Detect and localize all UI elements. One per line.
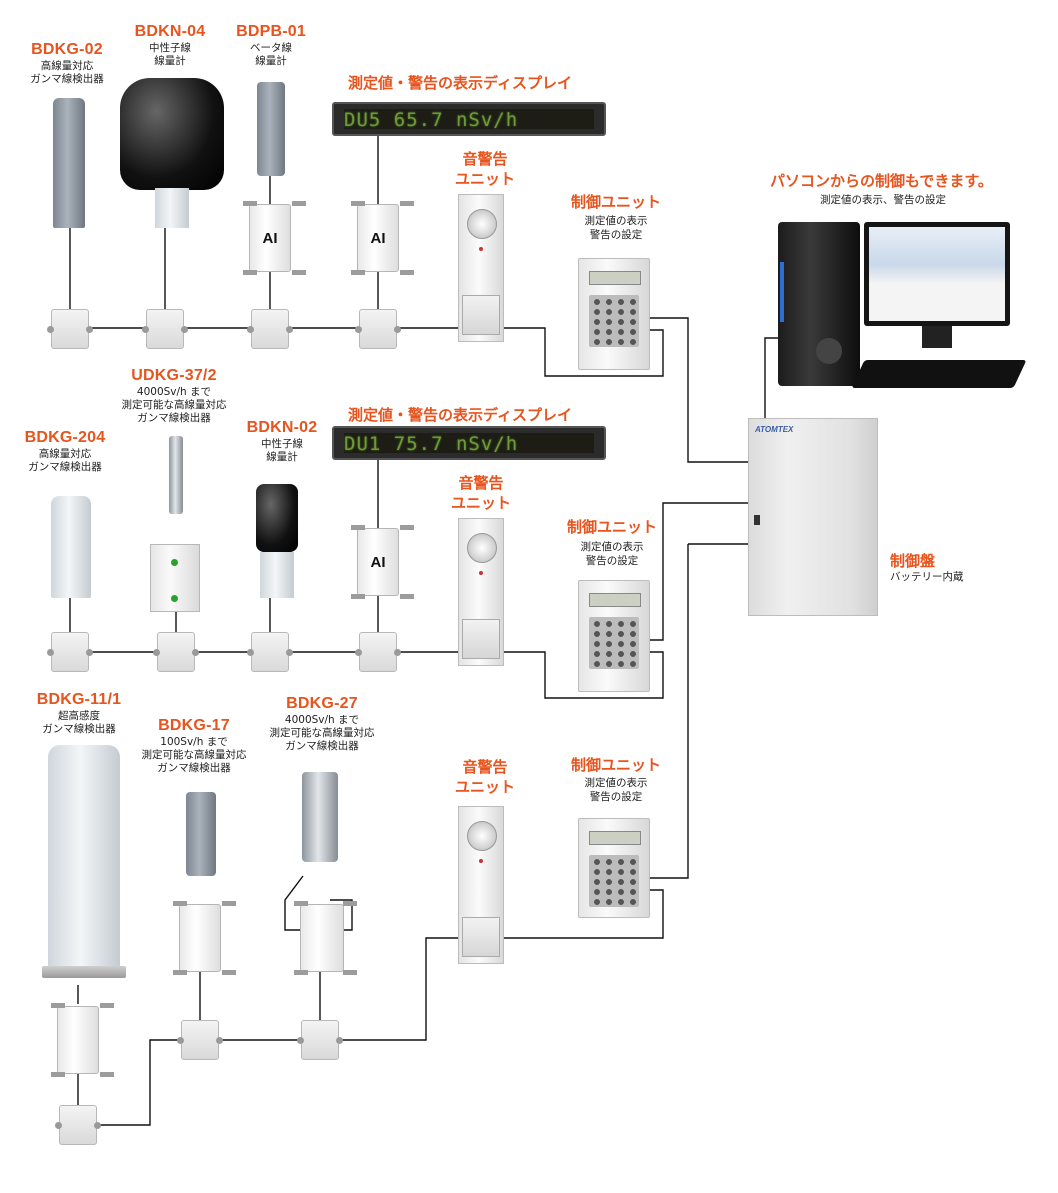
control3-desc: 測定値の表示警告の設定	[584, 777, 648, 804]
display-panel-2: DU1 75.7 nSv/h	[332, 426, 606, 460]
atomtex-logo: ATOMTEX	[755, 425, 794, 434]
bdkn04-label: BDKN-04 中性子線 線量計	[134, 23, 206, 68]
udkg372-box	[150, 544, 200, 612]
ai-adapter-3: AI	[351, 525, 399, 599]
junction-box	[153, 632, 199, 672]
junction-box	[247, 632, 293, 672]
junction-box	[47, 632, 93, 672]
lock-icon	[754, 515, 760, 525]
control1-title: 制御ユニット	[570, 194, 661, 211]
junction-box	[355, 632, 401, 672]
junction-box	[247, 309, 293, 349]
junction-box	[177, 1020, 223, 1060]
bdkg02-detector	[53, 98, 85, 228]
bdkg02-label: BDKG-02 高線量対応 ガンマ線検出器	[30, 41, 104, 86]
led-icon	[479, 571, 483, 575]
control-panel-cabinet: ATOMTEX	[748, 418, 878, 616]
bdkg204-label: BDKG-204 高線量対応 ガンマ線検出器	[24, 429, 106, 474]
junction-box	[297, 1020, 343, 1060]
control2-desc: 測定値の表示警告の設定	[580, 541, 644, 568]
bdpb01-detector	[257, 82, 285, 176]
ai-adapter-1: AI	[243, 201, 291, 275]
display1-title: 測定値・警告の表示ディスプレイ	[348, 75, 572, 92]
bdkg27-detector	[302, 772, 338, 862]
pc-monitor-stand	[922, 326, 952, 348]
pc-keyboard	[851, 360, 1027, 388]
junction-box	[355, 309, 401, 349]
speaker-icon	[467, 821, 497, 851]
bdkn02-label: BDKN-02 中性子線 線量計	[246, 419, 318, 464]
display-panel-1: DU5 65.7 nSv/h	[332, 102, 606, 136]
bdkg111-base	[42, 966, 126, 978]
bdkn02-detector	[256, 484, 298, 552]
keypad	[589, 295, 639, 347]
bdkn02-probe	[260, 552, 294, 598]
speaker-icon	[467, 209, 497, 239]
keypad	[589, 855, 639, 907]
display-readout-1: DU5 65.7 nSv/h	[344, 109, 594, 129]
bdkg111-detector	[48, 745, 120, 971]
control-unit-2	[578, 580, 650, 692]
junction-box	[142, 309, 188, 349]
led-icon	[479, 859, 483, 863]
alarm-unit-1	[458, 194, 504, 342]
junction-box	[55, 1105, 101, 1145]
pc-title: パソコンからの制御もできます。	[770, 173, 993, 190]
keypad	[589, 617, 639, 669]
bdkn04-detector	[120, 78, 224, 190]
bdkg111-label: BDKG-11/1 超高感度 ガンマ線検出器	[36, 691, 122, 736]
udkg372-detector	[169, 436, 183, 514]
udkg372-label: UDKG-37/2 4000Sv/h まで 測定可能な高線量対応 ガンマ線検出器	[121, 367, 227, 425]
alarm2-title: 音警告ユニット	[450, 475, 511, 512]
alarm3-title: 音警告ユニット	[454, 759, 515, 796]
bdkg17-adapter	[173, 901, 221, 975]
display-readout-2: DU1 75.7 nSv/h	[344, 433, 594, 453]
control1-desc: 測定値の表示警告の設定	[584, 215, 648, 242]
junction-box	[47, 309, 93, 349]
bdkg17-label: BDKG-17 100Sv/h まで 測定可能な高線量対応 ガンマ線検出器	[141, 717, 247, 775]
lcd-screen	[589, 831, 641, 845]
bdkg204-detector	[51, 496, 91, 598]
panel-title: 制御盤	[890, 553, 936, 570]
bdkg27-adapter	[294, 901, 344, 975]
ai-adapter-2: AI	[351, 201, 399, 275]
pc-monitor	[864, 222, 1010, 326]
bdkn04-probe	[155, 188, 189, 228]
alarm1-title: 音警告ユニット	[454, 151, 515, 188]
control-unit-3	[578, 818, 650, 918]
pc-desc: 測定値の表示、警告の設定	[820, 194, 946, 206]
bdpb01-label: BDPB-01 ベータ線 線量計	[236, 23, 306, 68]
bdkg27-label: BDKG-27 4000Sv/h まで 測定可能な高線量対応 ガンマ線検出器	[269, 695, 375, 753]
control-unit-1	[578, 258, 650, 370]
lcd-screen	[589, 593, 641, 607]
control2-title: 制御ユニット	[566, 519, 657, 536]
bdkg17-detector	[186, 792, 216, 876]
speaker-icon	[467, 533, 497, 563]
panel-desc: バッテリー内蔵	[890, 571, 964, 583]
display2-title: 測定値・警告の表示ディスプレイ	[348, 407, 572, 424]
alarm-unit-2	[458, 518, 504, 666]
control3-title: 制御ユニット	[570, 757, 661, 774]
led-icon	[479, 247, 483, 251]
pc-tower	[778, 222, 860, 386]
lcd-screen	[589, 271, 641, 285]
bdkg111-adapter	[51, 1003, 99, 1077]
alarm-unit-3	[458, 806, 504, 964]
